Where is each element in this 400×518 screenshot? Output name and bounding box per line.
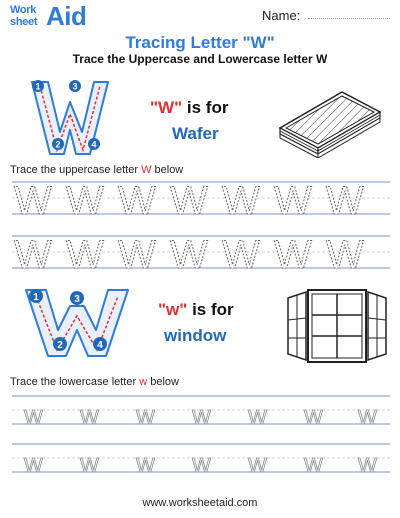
- trace-letter: W: [248, 407, 267, 429]
- svg-text:3: 3: [72, 82, 77, 92]
- window-illustration: [287, 289, 387, 363]
- lowercase-instruction: Trace the lowercase letter w below: [10, 376, 179, 388]
- lowercase-tracing-row-2[interactable]: W W W W W W W: [12, 443, 390, 477]
- uppercase-is-for: "W" is for: [150, 98, 228, 118]
- trace-letter: W: [136, 455, 155, 477]
- worksheetaid-logo: Work sheet Aid: [10, 1, 90, 34]
- trace-letter: W: [118, 179, 156, 223]
- trace-letter: W: [274, 179, 312, 223]
- uppercase-instruction-letter: W: [141, 164, 152, 176]
- trace-letter: W: [170, 233, 208, 276]
- svg-text:3: 3: [74, 294, 80, 305]
- trace-letter: W: [66, 233, 104, 276]
- step-4-badge: 4: [93, 337, 107, 351]
- svg-text:1: 1: [33, 292, 39, 303]
- step-1-badge: 1: [29, 289, 43, 303]
- trace-letter: W: [136, 407, 155, 429]
- step-1-badge: 1: [32, 80, 44, 92]
- page-title: Tracing Letter "W": [125, 33, 275, 52]
- trace-letter: W: [80, 455, 99, 477]
- trace-letter: W: [192, 407, 211, 429]
- step-4-badge: 4: [88, 138, 100, 150]
- uppercase-word: Wafer: [172, 124, 219, 143]
- trace-letter: W: [326, 233, 364, 276]
- page-subtitle: Trace the Uppercase and Lowercase letter…: [72, 52, 328, 66]
- trace-letter: W: [326, 179, 364, 223]
- uppercase-quoted-letter: "W": [150, 98, 183, 117]
- trace-letter: W: [24, 455, 43, 477]
- step-3-badge: 3: [69, 80, 81, 92]
- lowercase-is-for-text: is for: [187, 300, 234, 319]
- trace-letter: W: [80, 407, 99, 429]
- trace-letter: W: [222, 233, 260, 276]
- lowercase-tracing-area[interactable]: W W W W W W W W W W W W W W: [0, 392, 400, 492]
- logo-big: Aid: [46, 1, 87, 31]
- trace-letter: W: [66, 179, 104, 223]
- trace-letter: W: [358, 407, 377, 429]
- step-2-badge: 2: [53, 337, 67, 351]
- lowercase-quoted-letter: "w": [158, 300, 188, 319]
- svg-text:4: 4: [97, 340, 103, 351]
- trace-letter: W: [274, 233, 312, 276]
- trace-letter: W: [170, 179, 208, 223]
- step-2-badge: 2: [52, 138, 64, 150]
- uppercase-tracing-area[interactable]: W W W W W W W W W W W W W W: [0, 178, 400, 276]
- trace-letter: W: [358, 455, 377, 477]
- lowercase-word: window: [164, 326, 227, 345]
- lowercase-tracing-row-1[interactable]: W W W W W W W: [12, 395, 390, 429]
- lowercase-instruction-letter: w: [139, 376, 148, 388]
- trace-letter: W: [24, 407, 43, 429]
- svg-text:1: 1: [35, 82, 40, 92]
- footer-url[interactable]: www.worksheetaid.com: [142, 497, 258, 509]
- uppercase-stroke-guide: 1 2 3 4: [31, 80, 109, 155]
- trace-letter: W: [304, 455, 323, 477]
- svg-text:2: 2: [55, 140, 60, 150]
- name-line[interactable]: [308, 18, 390, 19]
- lowercase-is-for: "w" is for: [158, 300, 234, 320]
- uppercase-is-for-text: is for: [182, 98, 229, 117]
- trace-letter: W: [118, 233, 156, 276]
- trace-letter: W: [14, 233, 52, 276]
- logo-line-1: Work: [10, 4, 37, 16]
- uppercase-instruction: Trace the uppercase letter W below: [10, 164, 184, 176]
- trace-letter: W: [14, 179, 52, 223]
- svg-text:2: 2: [57, 340, 63, 351]
- uppercase-tracing-row-1[interactable]: W W W W W W W: [12, 179, 390, 224]
- name-label: Name:: [262, 8, 301, 23]
- uppercase-tracing-row-2[interactable]: W W W W W W W: [12, 233, 390, 276]
- trace-letter: W: [222, 179, 260, 223]
- step-3-badge: 3: [70, 291, 84, 305]
- trace-letter: W: [192, 455, 211, 477]
- wafer-illustration: [278, 91, 382, 158]
- trace-letter: W: [248, 455, 267, 477]
- lowercase-stroke-guide: 1 2 3 4: [25, 289, 129, 357]
- svg-text:4: 4: [91, 140, 96, 150]
- logo-line-2: sheet: [10, 16, 38, 28]
- trace-letter: W: [304, 407, 323, 429]
